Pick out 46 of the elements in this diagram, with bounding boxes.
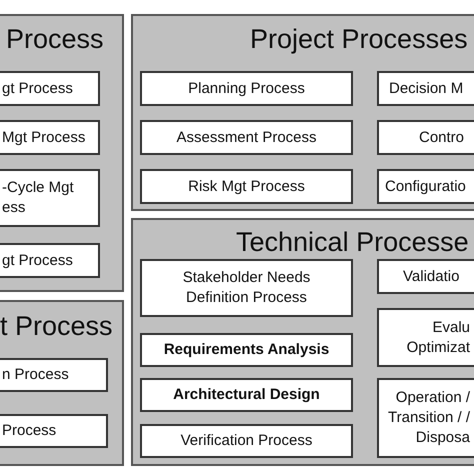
group-panel [0,300,124,466]
process-label: -Cycle Mgt ess [2,178,75,218]
process-label: Mgt Process [2,128,86,148]
process-box [377,308,474,367]
process-label: Planning Process [188,78,305,98]
process-label: Decision M [389,78,464,98]
process-label: Risk Mgt Process [188,176,305,196]
process-box [140,259,353,317]
process-label: Contro [419,128,464,148]
group-panel [0,14,124,292]
process-box [0,414,108,448]
process-box [377,378,474,458]
process-label: Operation / Transition / / Disposa [387,388,470,448]
panel-title: Technical Processe [236,229,469,256]
process-box [140,333,353,367]
process-label: Stakeholder Needs Definition Process [182,268,312,308]
process-label: Architectural Design [173,385,320,405]
process-label: Assessment Process [176,128,317,148]
process-box [0,120,100,155]
process-label: Validatio [403,266,460,286]
process-box [377,71,474,106]
process-box [140,424,353,458]
process-box [0,71,100,106]
process-label: Requirements Analysis [164,340,330,360]
process-box [377,169,474,204]
process-label: Process [2,421,56,441]
process-box [140,378,353,412]
panel-title: t Process [0,313,113,340]
panel-title: Project Processes [250,26,468,53]
process-box [0,358,108,392]
panel-title: Process [6,26,104,53]
process-label: Verification Process [180,431,312,451]
process-box [377,259,474,294]
process-box [0,169,100,227]
process-box [140,169,353,204]
process-label: Configuratio [385,176,466,196]
process-label: gt Process [2,250,73,270]
process-label: n Process [2,365,69,385]
process-label: gt Process [2,78,73,98]
process-label: Evalu Optimizat [406,318,470,358]
process-box [377,120,474,155]
process-box [140,71,353,106]
group-panel [131,218,474,466]
process-box [0,243,100,278]
process-box [140,120,353,155]
group-panel [131,14,474,211]
